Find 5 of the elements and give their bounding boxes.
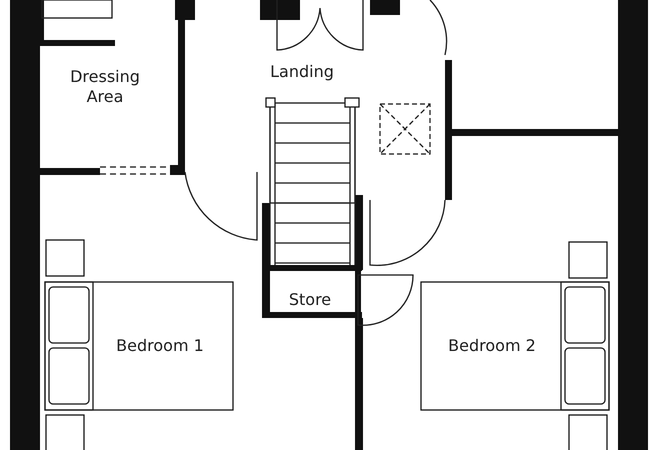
room-label: Store — [288, 290, 332, 310]
room-label: Landing — [270, 62, 334, 82]
room-label: Bedroom 1 — [116, 336, 204, 356]
room-label: Bedroom 2 — [448, 336, 536, 356]
room-label: Dressing Area — [60, 67, 150, 107]
